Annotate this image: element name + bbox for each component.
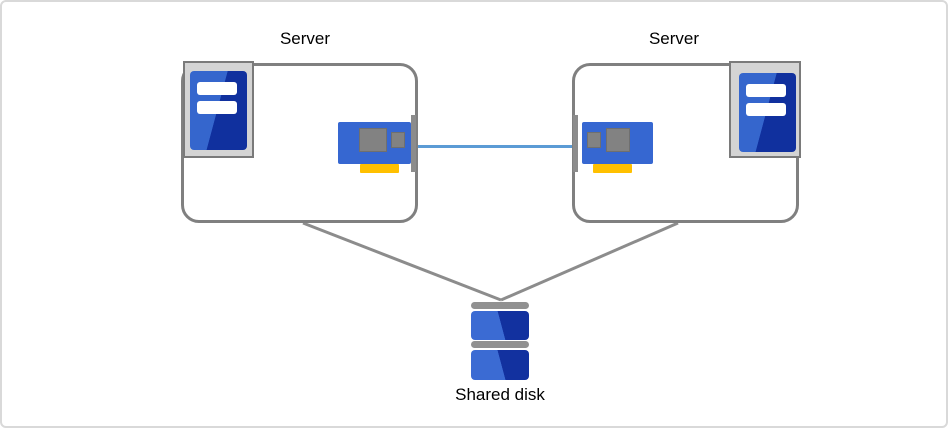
shared-disk-label: Shared disk: [455, 385, 545, 404]
nic-card-icon-right: [573, 115, 653, 174]
connector-line-left: [302, 221, 502, 302]
nic-card-icon-left: [338, 115, 418, 174]
server-left-label: Server: [279, 29, 331, 48]
server-tower-slot: [197, 101, 237, 114]
server-tower-slot: [746, 103, 786, 116]
nic-chip-small: [587, 132, 601, 148]
connector-line-right: [500, 221, 679, 302]
interconnect-link-line: [417, 145, 573, 148]
server-tower-body: [190, 71, 247, 150]
nic-bracket: [411, 115, 416, 172]
shared-disk-icon: [471, 302, 529, 380]
server-tower-slot: [197, 82, 237, 95]
nic-bracket: [573, 115, 578, 172]
server-tower-slot: [746, 84, 786, 97]
disk-platter-bar: [471, 341, 529, 348]
server-tower-icon: [729, 61, 801, 158]
nic-chip-large: [359, 128, 387, 152]
disk-body: [471, 311, 529, 340]
server-tower-body: [739, 73, 796, 152]
nic-edge-connector: [593, 164, 632, 173]
disk-body: [471, 350, 529, 380]
nic-chip-small: [391, 132, 405, 148]
disk-platter-bar: [471, 302, 529, 309]
nic-chip-large: [606, 128, 630, 152]
server-right-label: Server: [648, 29, 700, 48]
nic-edge-connector: [360, 164, 399, 173]
server-tower-icon: [183, 61, 254, 158]
